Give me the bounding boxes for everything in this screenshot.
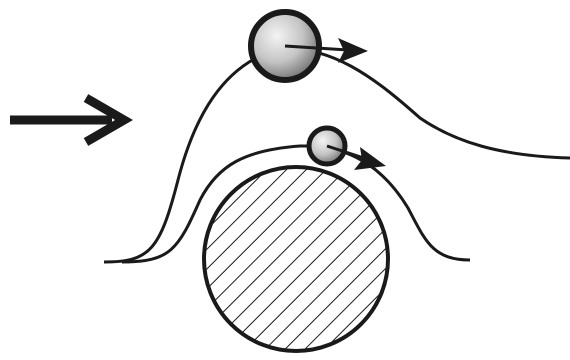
right-arrow-icon <box>10 98 124 142</box>
hatched-cylinder <box>200 163 392 355</box>
